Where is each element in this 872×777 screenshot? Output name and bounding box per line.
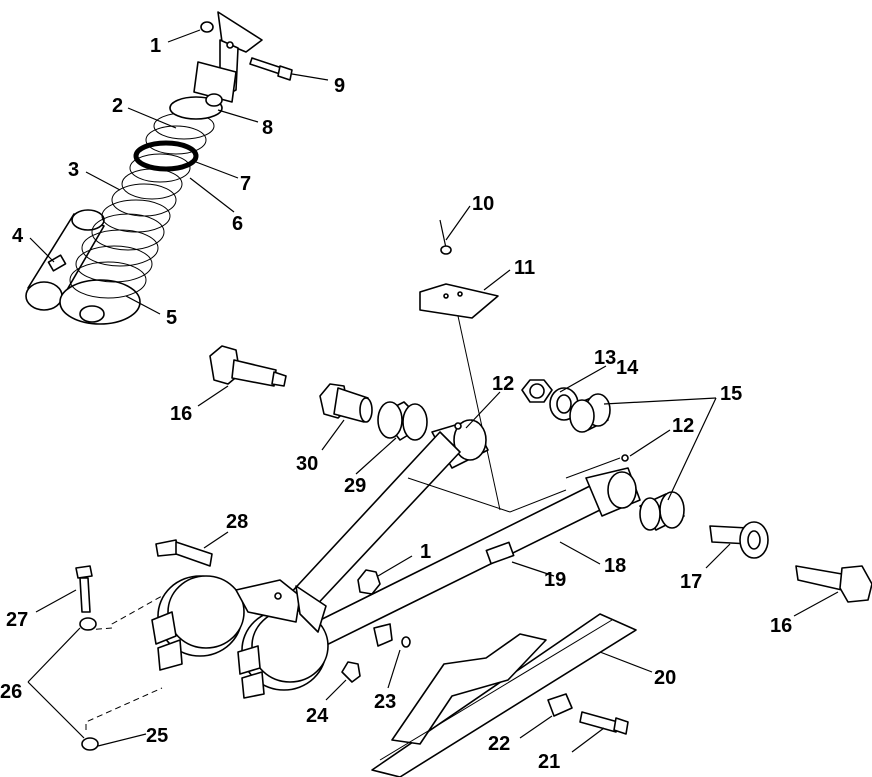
pivot-bolt-16-right [795, 565, 872, 603]
callout-14: 14 [616, 357, 639, 379]
callout-1b: 1 [420, 541, 431, 563]
callout-28: 28 [226, 511, 248, 533]
callout-8: 8 [262, 117, 273, 139]
callout-16b: 16 [770, 615, 792, 637]
callout-24: 24 [306, 705, 329, 727]
callout-19: 19 [544, 569, 566, 591]
reservoir-canister [25, 209, 105, 311]
assembly-dash-lines [85, 595, 163, 730]
spacer-30 [319, 383, 373, 423]
bolt-17 [709, 521, 769, 559]
callout-18: 18 [604, 555, 626, 577]
bolt-21 [579, 711, 629, 735]
callout-6: 6 [232, 213, 243, 235]
clamp-bracket [235, 579, 327, 633]
callout-3: 3 [68, 159, 79, 181]
bushing-15-lower [639, 491, 685, 531]
bracket-plate-11 [419, 283, 499, 319]
bushing-29 [377, 401, 428, 441]
callout-5: 5 [166, 307, 177, 329]
grease-fitting-12b [621, 454, 629, 462]
washer-26 [79, 617, 97, 631]
nut-24 [341, 661, 361, 683]
bushing-15-upper [569, 393, 611, 433]
callout-1a: 1 [150, 35, 161, 57]
leader-lines [27, 29, 839, 753]
callout-15: 15 [720, 383, 742, 405]
callout-17: 17 [680, 571, 702, 593]
callout-10: 10 [472, 193, 494, 215]
callout-23: 23 [374, 691, 396, 713]
callout-30: 30 [296, 453, 318, 475]
bracket-bolt [249, 57, 293, 81]
callout-25: 25 [146, 725, 168, 747]
callout-12a: 12 [492, 373, 514, 395]
swing-arm-frame-18 [279, 419, 641, 663]
axle-clamp-right [237, 609, 329, 699]
spacer-22 [547, 693, 573, 717]
callout-7: 7 [240, 173, 251, 195]
callout-16a: 16 [170, 403, 192, 425]
callout-11: 11 [514, 257, 535, 279]
centerline-bracket [457, 315, 501, 511]
callout-4: 4 [12, 225, 24, 247]
grease-fitting-12a [454, 422, 462, 430]
callout-20: 20 [654, 667, 676, 689]
callout-27: 27 [6, 609, 28, 631]
callout-21: 21 [538, 751, 560, 773]
small-nut-top [200, 21, 214, 33]
coil-spring [59, 93, 223, 325]
axle-clamp-left [151, 575, 245, 671]
callout-22: 22 [488, 733, 510, 755]
bolt-27 [75, 565, 93, 613]
callout-labels: 1 9 2 8 3 7 6 4 5 10 11 13 14 15 12 12 1… [0, 35, 792, 773]
nut-25 [81, 737, 99, 751]
reference-line [407, 457, 621, 513]
callout-12b: 12 [672, 415, 694, 437]
callout-29: 29 [344, 475, 366, 497]
callout-9: 9 [334, 75, 345, 97]
slide-rail-20 [371, 613, 637, 777]
shock-mount-bracket [193, 11, 263, 103]
callout-2: 2 [112, 95, 123, 117]
screw-10 [439, 219, 452, 255]
pivot-bolt-16-left [209, 345, 287, 387]
hardware-23 [373, 623, 411, 648]
nut-1-lower [357, 569, 381, 595]
bolt-28 [155, 539, 213, 567]
callout-26: 26 [0, 681, 22, 703]
nut-13 [521, 379, 553, 403]
callout-13: 13 [594, 347, 616, 369]
